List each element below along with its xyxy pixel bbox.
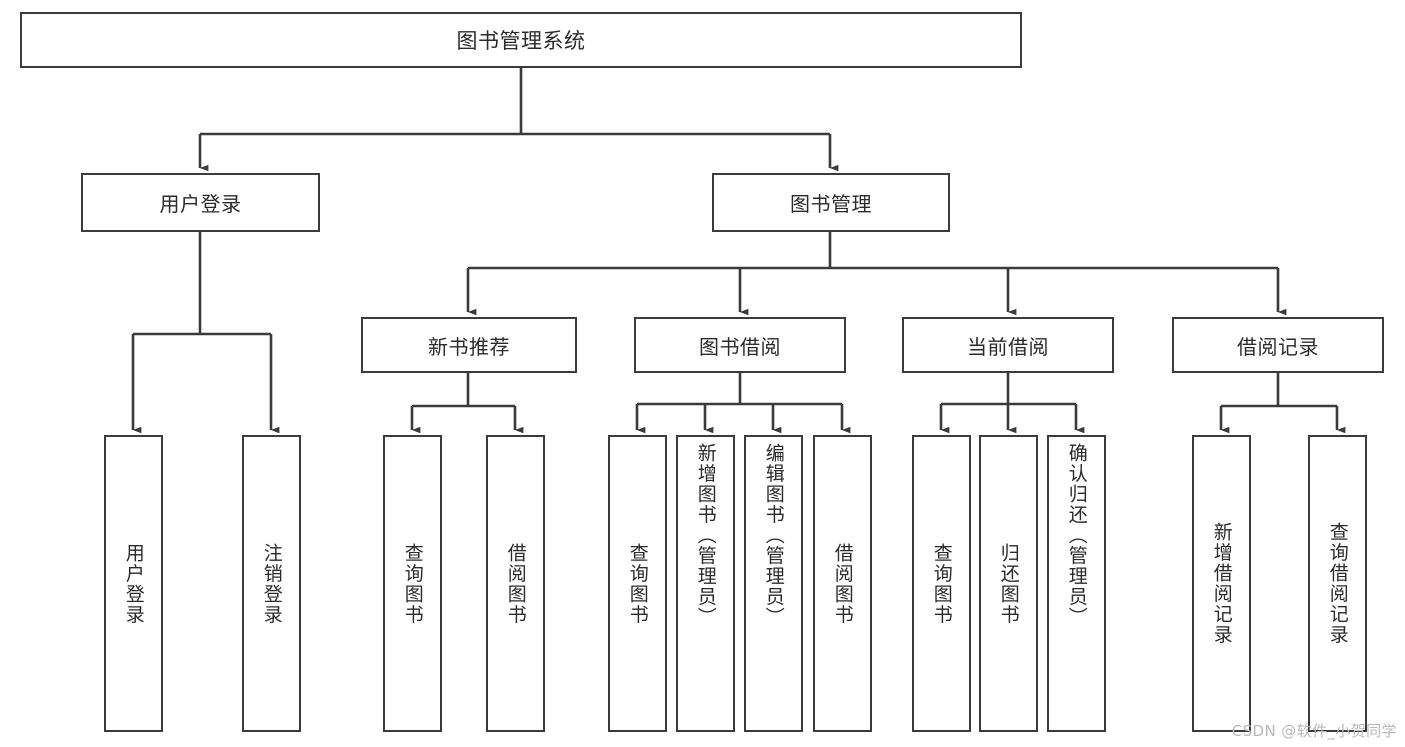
node-label: 借阅记录	[1237, 334, 1319, 359]
node-label: 新增借阅记录	[1210, 522, 1233, 645]
node-label: 用户登录	[122, 542, 145, 625]
node-current-borrow[interactable]: 当前借阅	[902, 317, 1114, 373]
node-label: 借阅图书	[831, 542, 854, 625]
node-label: 注销登录	[260, 542, 283, 625]
node-label: 查询图书	[626, 542, 649, 625]
node-label: 查询借阅记录	[1326, 522, 1349, 645]
leaf-borrow-record-query[interactable]: 查询借阅记录	[1308, 435, 1367, 732]
node-label: 当前借阅	[967, 334, 1049, 359]
node-book-management[interactable]: 图书管理	[712, 173, 950, 232]
leaf-current-borrow-query[interactable]: 查询图书	[912, 435, 971, 732]
node-user-login[interactable]: 用户登录	[81, 173, 320, 232]
node-label: 归还图书	[997, 542, 1020, 625]
node-label: 查询图书	[401, 542, 424, 625]
node-label: 图书管理系统	[456, 29, 586, 53]
watermark-text: CSDN @软件_小贺同学	[1231, 722, 1397, 740]
node-label: 查询图书	[930, 542, 953, 625]
leaf-book-borrow-lend[interactable]: 借阅图书	[813, 435, 872, 732]
node-new-book-recommend[interactable]: 新书推荐	[361, 317, 577, 373]
node-label: 确认归还（管理员）	[1065, 443, 1088, 628]
leaf-book-borrow-edit[interactable]: 编辑图书（管理员）	[744, 435, 803, 732]
node-label: 编辑图书（管理员）	[762, 443, 785, 628]
leaf-new-book-query[interactable]: 查询图书	[383, 435, 442, 732]
node-label: 借阅图书	[504, 542, 527, 625]
leaf-borrow-record-add[interactable]: 新增借阅记录	[1192, 435, 1251, 732]
node-borrow-record[interactable]: 借阅记录	[1172, 317, 1384, 373]
leaf-book-borrow-add[interactable]: 新增图书（管理员）	[676, 435, 735, 732]
leaf-user-login-signout[interactable]: 注销登录	[242, 435, 301, 732]
leaf-new-book-borrow[interactable]: 借阅图书	[486, 435, 545, 732]
leaf-current-borrow-confirm-return[interactable]: 确认归还（管理员）	[1047, 435, 1106, 732]
leaf-current-borrow-return[interactable]: 归还图书	[979, 435, 1038, 732]
node-root-system[interactable]: 图书管理系统	[20, 12, 1022, 68]
node-label: 新书推荐	[428, 334, 510, 359]
node-book-borrow[interactable]: 图书借阅	[634, 317, 846, 373]
node-label: 图书借阅	[699, 334, 781, 359]
node-label: 图书管理	[790, 192, 872, 216]
leaf-user-login-signin[interactable]: 用户登录	[104, 435, 163, 732]
node-label: 用户登录	[159, 192, 242, 216]
leaf-book-borrow-query[interactable]: 查询图书	[608, 435, 667, 732]
node-label: 新增图书（管理员）	[694, 443, 717, 628]
